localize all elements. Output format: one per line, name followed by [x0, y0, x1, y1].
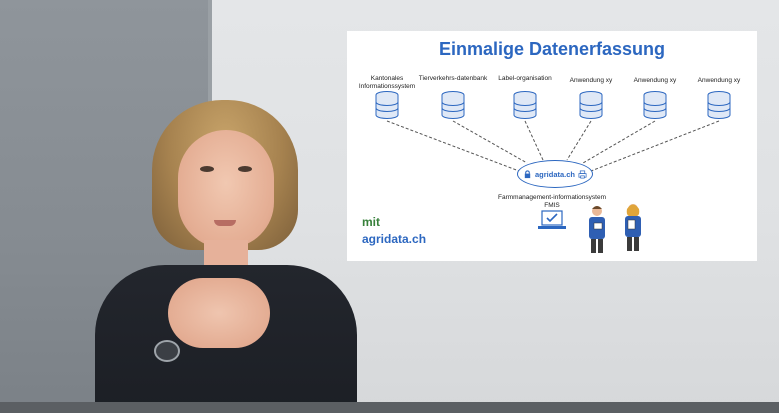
presenter-mouth [214, 220, 236, 226]
agridata-text: agridata.ch [362, 232, 427, 246]
connector-line-1 [386, 120, 520, 172]
database-label-6: Anwendung xy [697, 77, 741, 84]
database-icon [375, 91, 399, 119]
hub-label: agridata.ch [534, 169, 575, 179]
presenter-face [178, 130, 274, 248]
printer-icon [578, 170, 587, 178]
mit-text: mit [362, 215, 380, 229]
presenter-eye-right [238, 166, 252, 172]
connector-line-2 [452, 120, 528, 164]
connector-line-4 [566, 120, 592, 161]
slide-title: Einmalige Datenerfassung [438, 39, 666, 59]
database-icon [579, 91, 603, 119]
agridata-hub: agridata.ch [517, 160, 593, 188]
presenter [90, 100, 360, 413]
database-icon [707, 91, 731, 119]
lock-icon [524, 169, 531, 178]
presenter-hands [168, 278, 270, 348]
connector-line-6 [590, 120, 720, 172]
watch-icon [154, 340, 180, 362]
database-icon [441, 91, 465, 119]
connection-lines [386, 120, 720, 172]
fmis-label: Farmmanagement-informationsystem FMIS [497, 194, 606, 209]
database-label-3: Label-organisation [498, 75, 552, 82]
laptop-icon [538, 210, 566, 229]
database-icon [513, 91, 537, 119]
database-label-4: Anwendung xy [569, 77, 613, 84]
farmer-figure [589, 206, 605, 253]
database-label-1: Kantonales Informationssystem [358, 75, 416, 90]
connector-line-5 [582, 120, 656, 164]
database-label-5: Anwendung xy [633, 77, 677, 84]
farmer-figure [625, 204, 641, 251]
database-icon [643, 91, 667, 119]
presentation-slide: Einmalige Datenerfassung Kantonales Info… [347, 31, 757, 261]
presenter-eye-left [200, 166, 214, 172]
desk-edge [0, 402, 779, 413]
database-label-2: Tierverkehrs-datenbank [418, 75, 488, 82]
connector-line-3 [524, 120, 544, 161]
